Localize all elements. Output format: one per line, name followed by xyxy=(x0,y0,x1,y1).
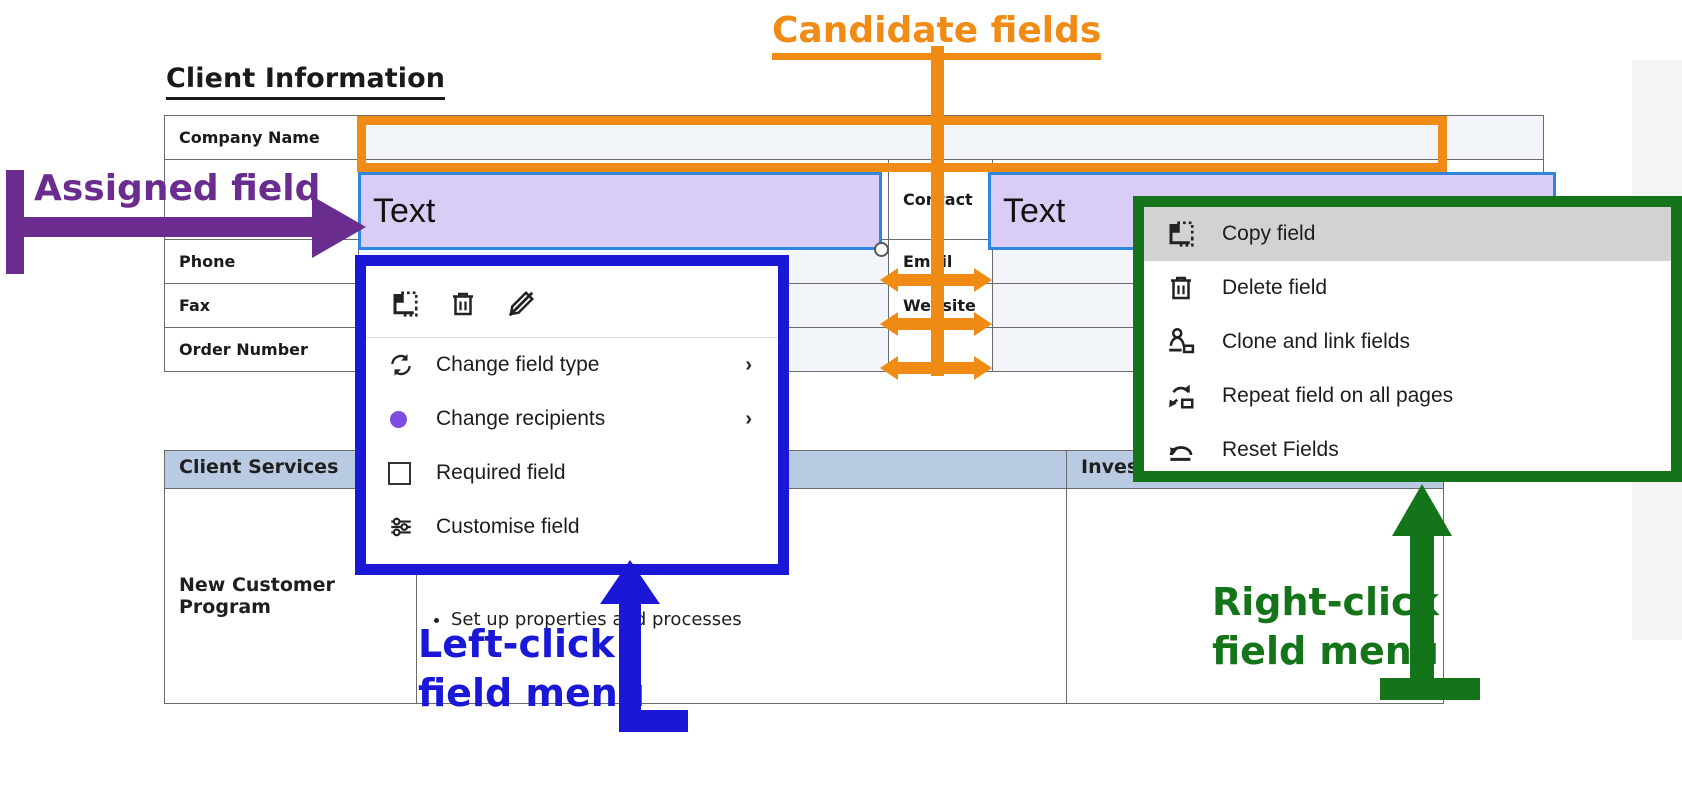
right-click-field-menu[interactable]: Copy field Delete field xyxy=(1133,196,1682,482)
chevron-right-icon: › xyxy=(745,353,752,376)
menu-item-repeat-field-on-all-pages[interactable]: Repeat field on all pages xyxy=(1144,369,1671,423)
menu-item-delete-field[interactable]: Delete field xyxy=(1144,261,1671,315)
required-field-checkbox[interactable] xyxy=(388,461,422,485)
repeat-field-icon xyxy=(1166,381,1208,411)
menu-item-label: Customise field xyxy=(436,515,580,538)
candidate-double-arrow-email xyxy=(880,268,992,292)
candidate-callout-line xyxy=(931,46,944,376)
page-title: Client Information xyxy=(166,63,446,100)
list-item: Set up properties and processes xyxy=(451,609,1052,630)
service-row-investment[interactable] xyxy=(1066,488,1444,704)
delete-field-icon[interactable] xyxy=(448,289,478,319)
annotation-line-2: field menu xyxy=(418,670,645,715)
assigned-field-text: Text xyxy=(1003,191,1066,230)
cell-label-fax: Fax xyxy=(164,283,359,328)
change-recipients-icon xyxy=(388,410,422,428)
left-click-field-menu[interactable]: Change field type › Change recipients › … xyxy=(355,255,789,575)
menu-item-change-field-type[interactable]: Change field type › xyxy=(366,338,778,392)
menu-item-label: Delete field xyxy=(1222,276,1328,299)
menu-item-required-field[interactable]: Required field xyxy=(366,446,778,500)
annotation-candidate-fields: Candidate fields xyxy=(772,10,1102,60)
unassign-field-icon[interactable] xyxy=(506,289,536,319)
copy-field-icon xyxy=(1166,219,1208,249)
delete-field-icon xyxy=(1166,273,1208,303)
right-click-menu-callout-arrow xyxy=(1380,484,1480,700)
candidate-double-arrow-order xyxy=(880,356,992,380)
menu-item-label: Reset Fields xyxy=(1222,438,1339,461)
assigned-field-name[interactable]: Text xyxy=(358,172,882,250)
menu-item-reset-fields[interactable]: Reset Fields xyxy=(1144,423,1671,477)
left-click-menu-toolbar xyxy=(366,266,778,338)
customise-field-icon xyxy=(388,514,422,540)
menu-item-label: Change recipients xyxy=(436,407,606,430)
menu-item-label: Required field xyxy=(436,461,566,484)
annotation-right-click-menu: Right-click field menu xyxy=(1212,578,1439,675)
menu-item-clone-and-link-fields[interactable]: Clone and link fields xyxy=(1144,315,1671,369)
annotation-left-click-menu: Left-click field menu xyxy=(418,620,645,717)
assigned-field-callout-arrow xyxy=(6,170,366,274)
reset-fields-icon xyxy=(1166,435,1208,465)
field-resize-handle[interactable] xyxy=(874,242,889,257)
cell-label-company-name: Company Name xyxy=(164,115,359,160)
annotation-line-1: Left-click xyxy=(418,622,615,666)
cell-label-order-number: Order Number xyxy=(164,327,359,372)
assigned-field-text: Text xyxy=(373,191,436,230)
menu-item-copy-field[interactable]: Copy field xyxy=(1144,207,1671,261)
menu-item-customise-field[interactable]: Customise field xyxy=(366,500,778,554)
chevron-right-icon: › xyxy=(745,407,752,430)
menu-item-change-recipients[interactable]: Change recipients › xyxy=(366,392,778,446)
copy-field-icon[interactable] xyxy=(390,289,420,319)
candidate-double-arrow-website xyxy=(880,312,992,336)
menu-item-label: Change field type xyxy=(436,353,600,376)
menu-item-label: Clone and link fields xyxy=(1222,330,1410,353)
menu-item-label: Repeat field on all pages xyxy=(1222,384,1454,407)
clone-link-icon xyxy=(1166,327,1208,357)
annotation-line-2: field menu xyxy=(1212,628,1439,673)
change-field-type-icon xyxy=(388,352,422,378)
annotation-assigned-field: Assigned field xyxy=(34,168,321,209)
menu-item-label: Copy field xyxy=(1222,222,1316,245)
annotation-line-1: Right-click xyxy=(1212,580,1439,624)
candidate-field-highlight-box xyxy=(357,116,1447,172)
left-click-menu-callout-arrow xyxy=(600,560,688,732)
